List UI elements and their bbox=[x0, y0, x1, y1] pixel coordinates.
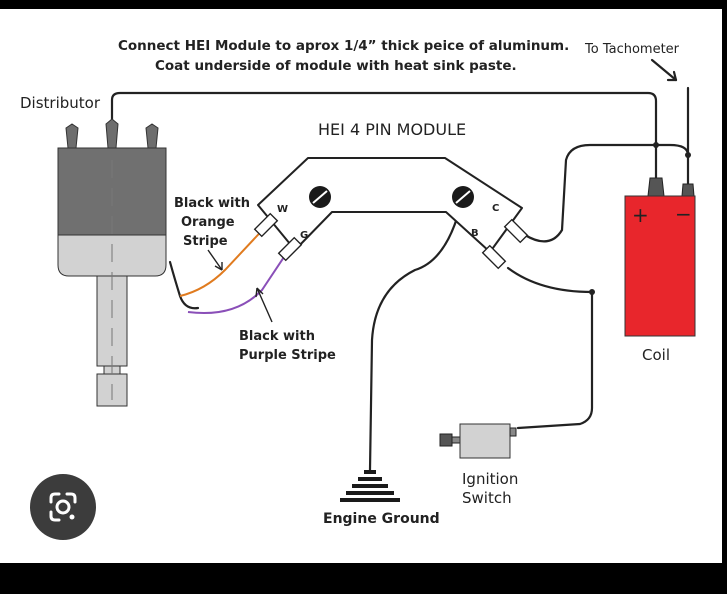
ignition-label-2: Switch bbox=[462, 489, 512, 507]
ignition-label-1: Ignition bbox=[462, 470, 518, 488]
ignition-switch-wire bbox=[516, 290, 594, 430]
module-title: HEI 4 PIN MODULE bbox=[318, 120, 466, 139]
note-line-2: Coat underside of module with heat sink … bbox=[155, 58, 517, 74]
orange-wire-label-2: Orange bbox=[181, 215, 235, 230]
purple-stripe-wire bbox=[187, 247, 291, 315]
distributor-to-coil-wire bbox=[110, 91, 658, 180]
module-body bbox=[257, 157, 523, 253]
orange-callout-arrow bbox=[207, 249, 223, 271]
orange-wire-label-3: Stripe bbox=[183, 234, 228, 249]
pin-g-terminal bbox=[277, 236, 303, 262]
tachometer-label: To Tachometer bbox=[584, 42, 680, 57]
orange-wire-label-1: Black with bbox=[174, 196, 250, 211]
purple-wire-label-2: Purple Stripe bbox=[239, 348, 336, 363]
screw-slot-left bbox=[312, 190, 328, 204]
ground-label: Engine Ground bbox=[323, 511, 440, 527]
module-c-to-coil-wire bbox=[523, 143, 690, 243]
switch-key-end bbox=[439, 433, 453, 447]
pin-w-label: W bbox=[277, 204, 288, 215]
purple-wire-label-1: Black with bbox=[239, 329, 315, 344]
hei-module: HEI 4 PIN MODULE W G C B bbox=[253, 120, 529, 270]
distributor-terminal-2 bbox=[105, 118, 119, 149]
distributor-shaft bbox=[96, 275, 128, 367]
distributor bbox=[57, 118, 167, 407]
note-line-1: Connect HEI Module to aprox 1/4” thick p… bbox=[118, 38, 569, 54]
coil-minus-sign: − bbox=[675, 202, 692, 226]
pin-c-terminal bbox=[503, 218, 529, 244]
switch-body bbox=[459, 423, 511, 459]
ignition-coil: + − Coil bbox=[624, 177, 696, 364]
pin-c-label: C bbox=[492, 203, 499, 214]
pin-w-terminal bbox=[253, 212, 279, 238]
lens-search-button[interactable] bbox=[30, 474, 96, 540]
distributor-terminal-3 bbox=[145, 123, 159, 149]
screw-slot-right bbox=[455, 190, 471, 204]
purple-callout-arrow bbox=[256, 287, 273, 323]
coil-plus-sign: + bbox=[632, 203, 649, 227]
coil-plus-junction bbox=[653, 142, 659, 148]
tachometer-arrowhead bbox=[666, 70, 678, 82]
distributor-label: Distributor bbox=[20, 94, 101, 112]
ground-symbol bbox=[340, 470, 400, 502]
wire-junction bbox=[589, 289, 595, 295]
coil-plus-terminal bbox=[647, 177, 665, 197]
pickup-wire-black bbox=[168, 260, 200, 310]
coil-label: Coil bbox=[642, 346, 670, 364]
coil-body bbox=[624, 195, 696, 337]
pin-g-label: G bbox=[300, 230, 308, 241]
google-lens-icon bbox=[49, 492, 77, 522]
coil-minus-terminal bbox=[681, 183, 695, 197]
orange-stripe-wire bbox=[179, 221, 271, 297]
tachometer-arrow bbox=[650, 58, 678, 82]
switch-terminal bbox=[509, 427, 517, 437]
pin-b-label: B bbox=[471, 228, 479, 239]
pin-b-terminal bbox=[481, 244, 507, 270]
ignition-switch: Ignition Switch bbox=[439, 423, 518, 507]
tach-junction bbox=[685, 152, 691, 158]
module-b-wire bbox=[506, 266, 594, 294]
ground-wire bbox=[368, 198, 464, 472]
distributor-terminal-1 bbox=[65, 123, 79, 149]
